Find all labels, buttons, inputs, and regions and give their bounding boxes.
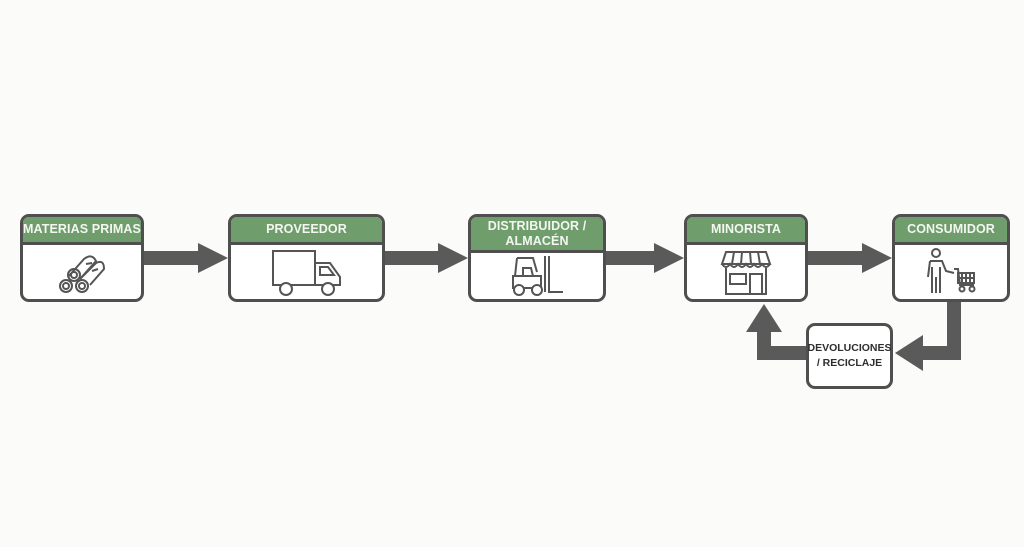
- stage-label: MATERIAS PRIMAS: [23, 217, 141, 245]
- stage-label-line1: DISTRIBUIDOR /: [487, 218, 587, 233]
- storefront-icon: [720, 251, 772, 295]
- logs-icon: [59, 255, 106, 293]
- stage-retailer[interactable]: MINORISTA: [684, 214, 808, 302]
- arrow-consumer-to-returns: [895, 301, 961, 371]
- arrow-supplier-to-distributor: [385, 243, 468, 273]
- arrow-returns-to-retailer: [746, 304, 807, 360]
- forklift-icon: [512, 256, 563, 296]
- arrow-raw-to-supplier: [144, 243, 228, 273]
- returns-label-line2: / RECICLAJE: [816, 357, 883, 369]
- stage-label-line2: ALMACÉN: [505, 233, 569, 248]
- stage-label: PROVEEDOR: [231, 217, 382, 245]
- stage-distributor[interactable]: DISTRIBUIDOR / ALMACÉN: [468, 214, 606, 302]
- returns-label-line1: DEVOLUCIONES: [807, 342, 892, 354]
- returns-recycling-node[interactable]: DEVOLUCIONES / RECICLAJE: [806, 323, 893, 389]
- truck-icon: [271, 250, 341, 296]
- stage-supplier[interactable]: PROVEEDOR: [228, 214, 385, 302]
- arrow-distributor-to-retailer: [606, 243, 684, 273]
- stage-consumer[interactable]: CONSUMIDOR: [892, 214, 1010, 302]
- stage-raw-materials[interactable]: MATERIAS PRIMAS: [20, 214, 144, 302]
- stage-label: DISTRIBUIDOR / ALMACÉN: [471, 217, 603, 253]
- stage-label: MINORISTA: [687, 217, 805, 245]
- arrow-retailer-to-consumer: [808, 243, 892, 273]
- stage-label: CONSUMIDOR: [895, 217, 1007, 245]
- person-with-cart-icon: [927, 248, 976, 293]
